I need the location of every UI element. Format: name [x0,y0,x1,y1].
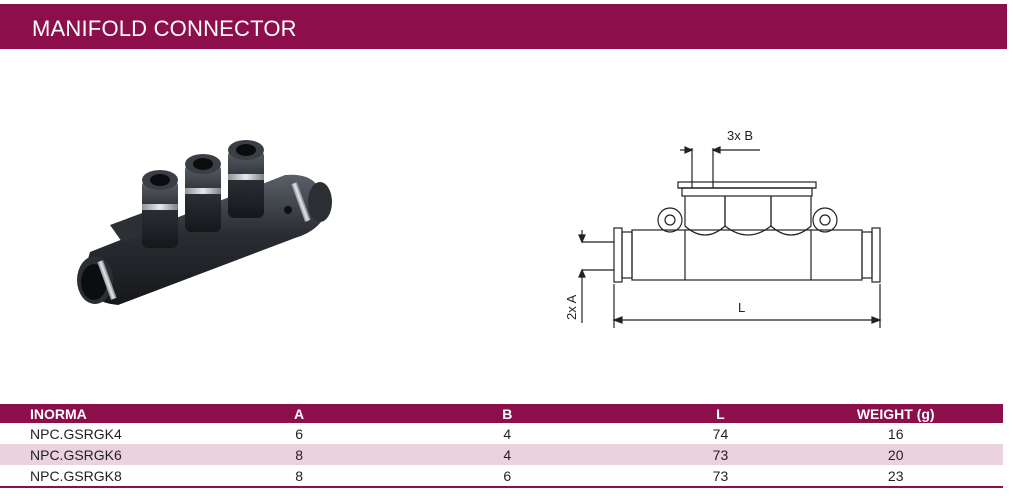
label-a: 2x A [564,294,579,320]
col-header: INORMA [0,404,237,423]
table-cell: 23 [788,465,1003,488]
table-row: NPC.GSRGK6 8 4 73 20 [0,444,1003,465]
table-cell: 74 [712,425,729,442]
page-title: MANIFOLD CONNECTOR [32,16,297,41]
col-header: L [652,404,789,423]
table-cell: 73 [652,444,789,465]
label-b: 3x B [727,128,753,143]
table-cell: NPC.GSRGK6 [0,444,237,465]
table-cell: NPC.GSRGK8 [0,465,237,488]
table-row: NPC.GSRGK8 8 6 73 23 [0,465,1003,488]
table-cell: 6 [362,465,653,488]
product-photo [77,140,332,305]
title-bar: MANIFOLD CONNECTOR [0,4,1007,49]
table-cell: 6 [295,425,303,442]
label-l: L [738,300,745,315]
table-cell: 4 [503,425,512,442]
table-cell: 4 [362,444,653,465]
col-header: A [236,404,363,423]
spec-table: INORMA A B L WEIGHT (g) NPC.GSRGK4 6 4 7… [0,404,1003,488]
table-header: INORMA A B L WEIGHT (g) [0,404,1003,423]
table-cell: 8 [236,465,363,488]
table-cell: NPC.GSRGK4 [30,425,122,442]
col-header: WEIGHT (g) [788,404,1003,423]
table-cell: 16 [887,425,904,442]
col-header: B [362,404,653,423]
table-cell: 20 [788,444,1003,465]
table-cell: 8 [236,444,363,465]
table-cell: 73 [652,465,789,488]
technical-drawing: 3x B L 2x A [564,128,882,328]
table-row: NPC.GSRGK4 6 4 74 16 [0,423,1003,444]
